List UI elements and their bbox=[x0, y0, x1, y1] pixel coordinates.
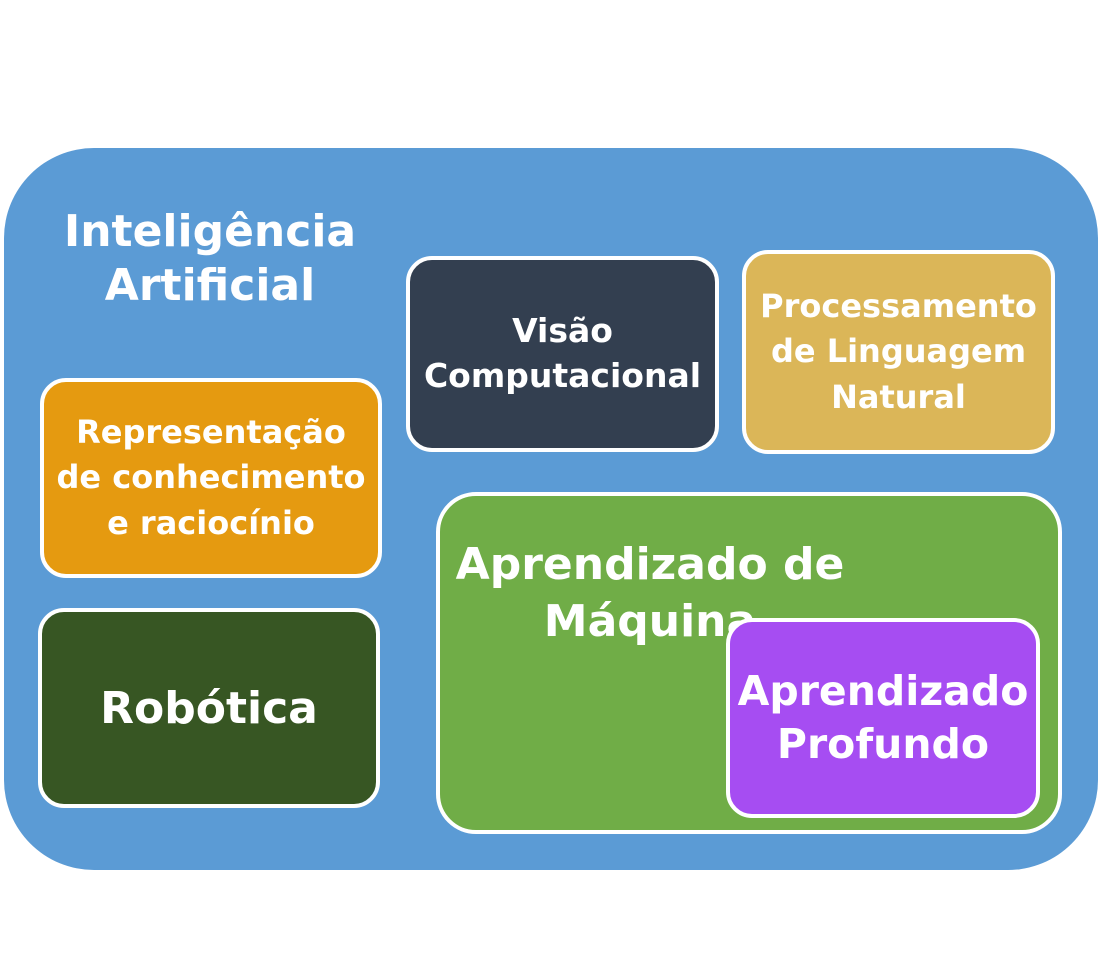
robotics-label: Robótica bbox=[100, 682, 318, 734]
computer-vision-label: Visão Computacional bbox=[423, 311, 702, 395]
knowledge-reasoning-box: Representação de conhecimento e raciocín… bbox=[40, 378, 382, 578]
ai-title: Inteligência Artificial bbox=[63, 206, 357, 311]
robotics-box: Robótica bbox=[38, 608, 380, 808]
nlp-label: Processamento de Linguagem Natural bbox=[760, 286, 1037, 416]
nlp-box: Processamento de Linguagem Natural bbox=[742, 250, 1055, 454]
knowledge-reasoning-label: Representação de conhecimento e raciocín… bbox=[56, 412, 366, 542]
machine-learning-label: Aprendizado de Máquina bbox=[455, 539, 845, 648]
deep-learning-box: Aprendizado Profundo bbox=[726, 618, 1040, 818]
deep-learning-label: Aprendizado Profundo bbox=[737, 666, 1029, 768]
computer-vision-box: Visão Computacional bbox=[406, 256, 719, 452]
